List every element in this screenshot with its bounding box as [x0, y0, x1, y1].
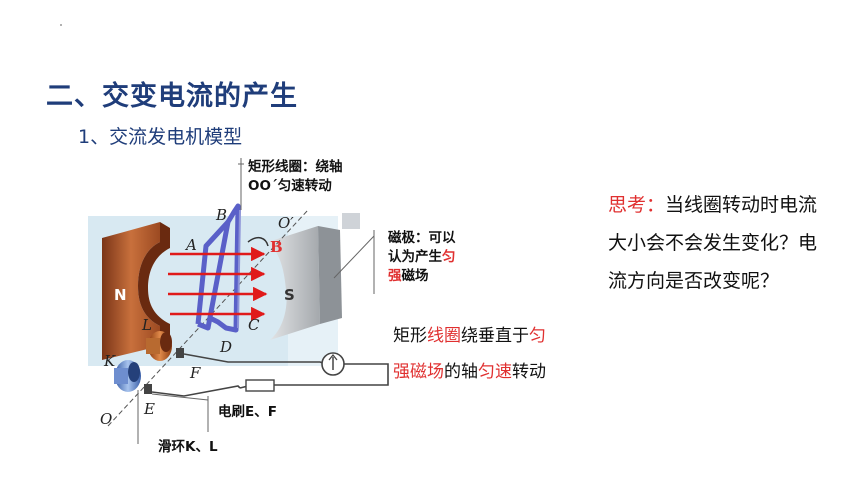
- brush-label: 电刷E、F: [218, 404, 277, 420]
- s-pole: [268, 226, 320, 340]
- label-s: S: [284, 286, 295, 304]
- field-arrows: [168, 246, 268, 322]
- n-pole: [102, 222, 160, 360]
- pole-block-decor: [342, 213, 360, 229]
- slide-subtitle: 1、交流发电机模型: [78, 126, 243, 148]
- label-b-red: B: [270, 238, 283, 256]
- coil-label: 矩形线圈：绕轴 OO´匀速转动: [248, 159, 343, 194]
- label-f: F: [189, 364, 201, 382]
- think-keyword: 思考：: [608, 194, 666, 216]
- resistor: [245, 379, 275, 392]
- label-o-prime: O′: [278, 214, 294, 232]
- ring-label: 滑环K、L: [158, 439, 218, 455]
- label-n: N: [114, 286, 127, 304]
- think-text: 当线圈转动时电流大小会不会发生变化？电流方向是否改变呢？: [608, 194, 818, 292]
- label-e: E: [143, 400, 155, 418]
- slide-title: 二、交变电流的产生: [46, 81, 298, 112]
- label-k: K: [103, 352, 116, 370]
- label-a: A: [184, 236, 197, 254]
- think-question: 思考：当线圈转动时电流大小会不会发生变化？电流方向是否改变呢？: [608, 186, 818, 300]
- label-l: L: [141, 316, 152, 334]
- label-d: D: [219, 338, 232, 356]
- coil-loop: [197, 203, 241, 333]
- label-o: O: [100, 410, 112, 428]
- label-b: B: [215, 206, 227, 224]
- decor-dot: [60, 24, 62, 26]
- generator-diagram: N S A B B C D E F K L O O′: [88, 158, 389, 444]
- description: 矩形线圈绕垂直于匀 强磁场的轴匀速转动: [393, 326, 546, 382]
- label-c: C: [248, 316, 260, 334]
- pole-label: 磁极：可以 认为产生匀 强磁场: [388, 230, 456, 284]
